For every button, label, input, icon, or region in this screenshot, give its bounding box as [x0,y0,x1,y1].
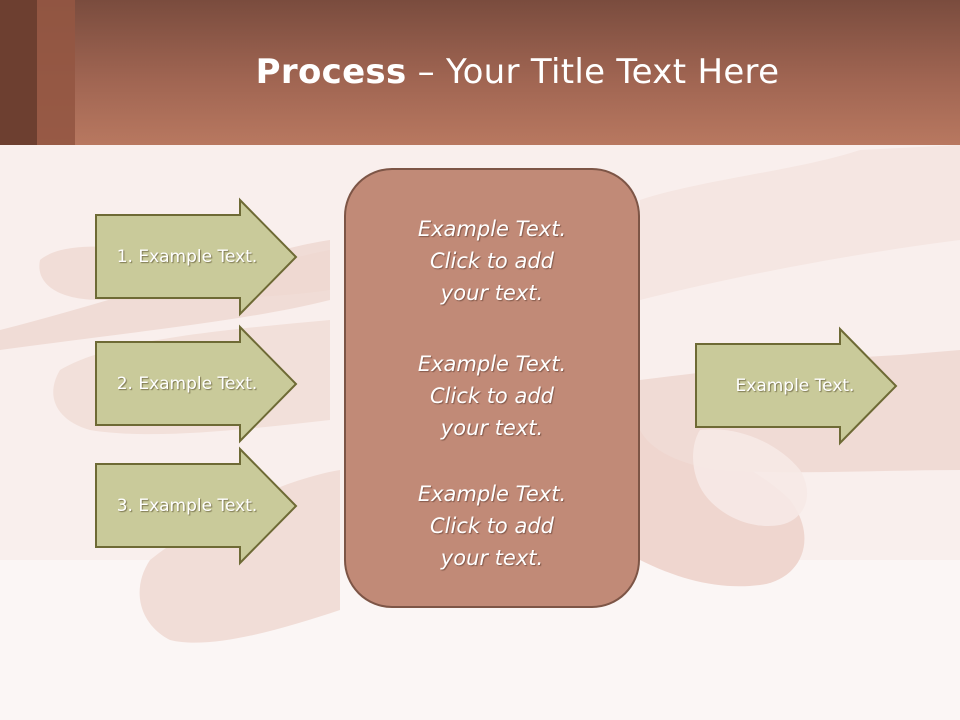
output-arrow[interactable] [695,326,898,446]
title-bar [0,0,960,145]
header-accent-dark [0,0,37,145]
input-arrow-3[interactable] [95,446,298,566]
input-arrow-2[interactable] [95,324,298,444]
header-accent-light [37,0,75,145]
input-arrow-3-label: 3. Example Text. [116,495,258,516]
center-text-block-2: Example Text. Click to add your text. [417,352,567,440]
input-arrow-1-label: 1. Example Text. [116,246,258,267]
input-arrow-1[interactable] [95,197,298,317]
output-arrow-label: Example Text. [735,375,855,396]
title-bold: Process [255,52,407,92]
center-text-block-3: Example Text. Click to add your text. [417,482,567,570]
center-process-box[interactable] [344,168,640,608]
slide-title[interactable]: Process – Your Title Text Here [75,52,960,92]
center-text-block-1: Example Text. Click to add your text. [417,217,567,305]
input-arrow-2-label: 2. Example Text. [116,373,258,394]
title-rest: – Your Title Text Here [406,52,780,92]
